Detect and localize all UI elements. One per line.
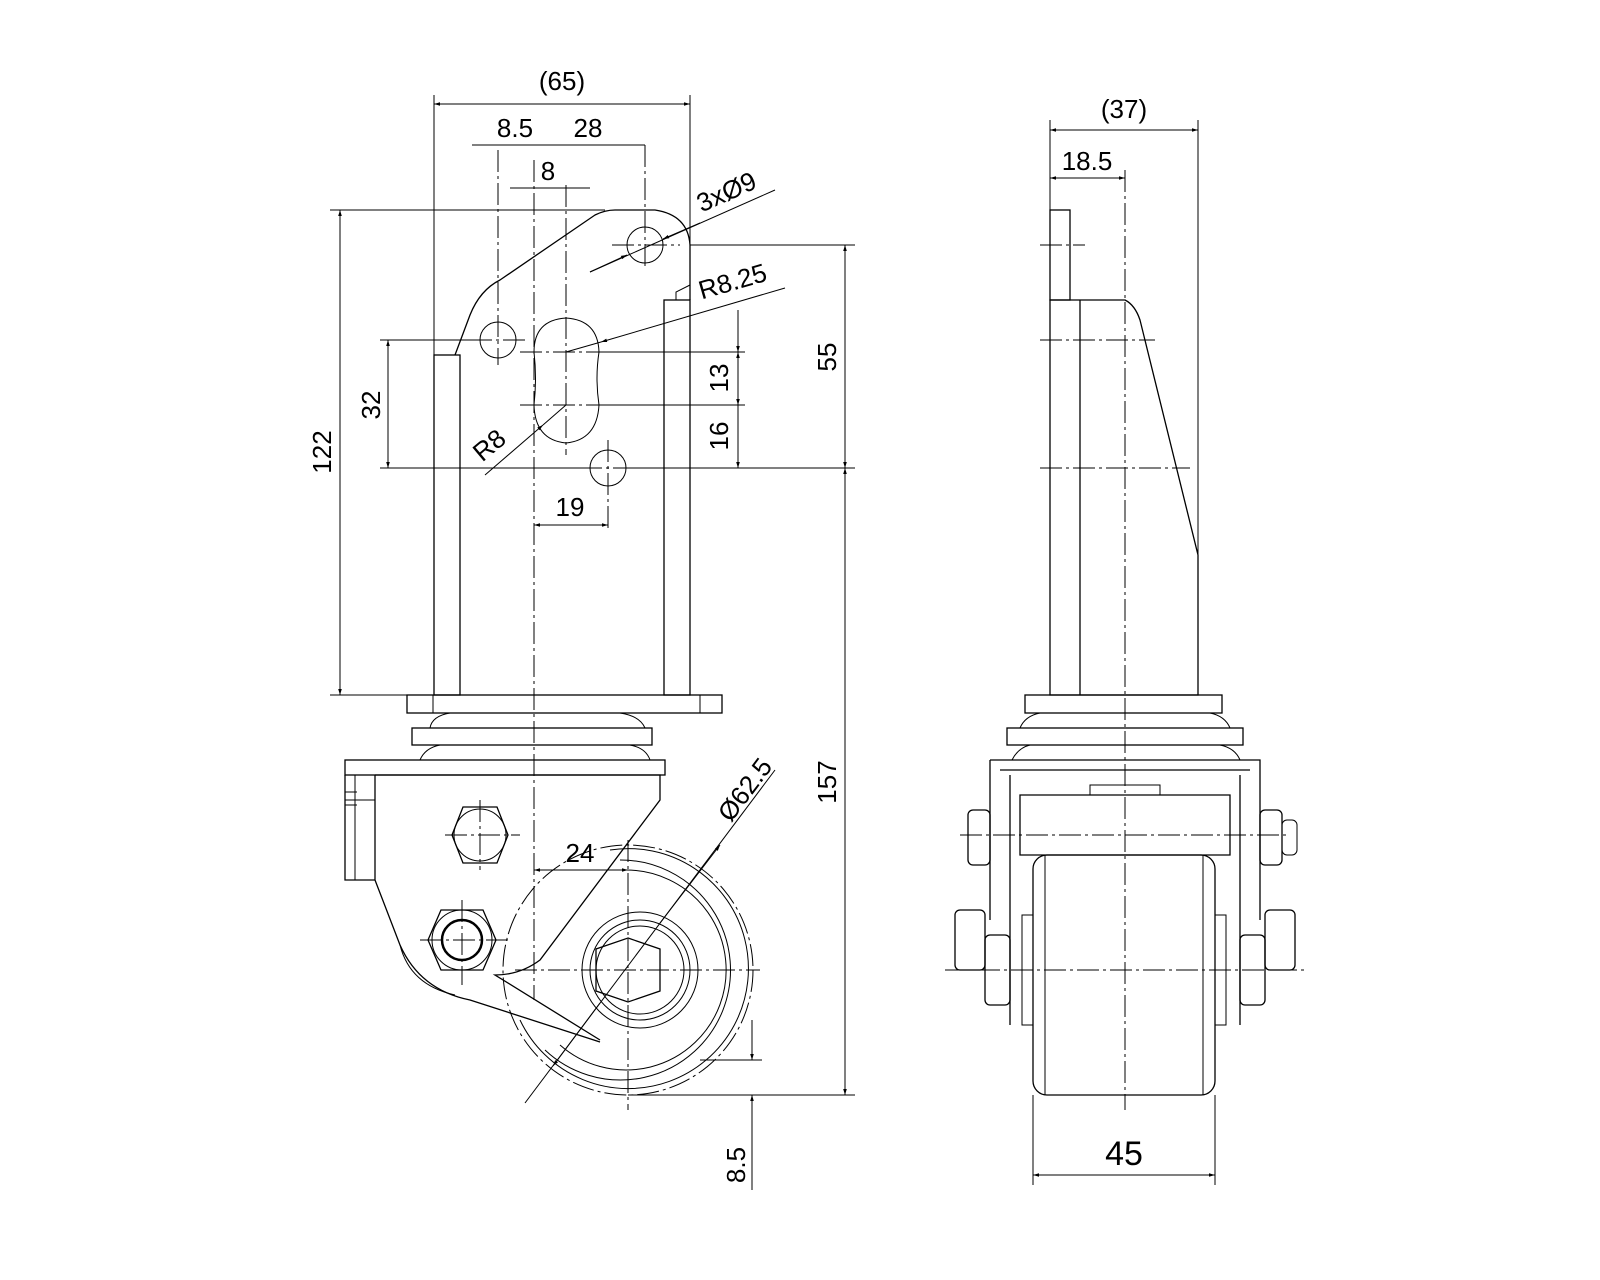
dim-hole-spacing: 28 bbox=[574, 113, 603, 143]
dim-slot-offset: 8 bbox=[541, 156, 555, 186]
side-wheel bbox=[1032, 854, 1216, 1096]
dim-plate-offset: 18.5 bbox=[1062, 146, 1113, 176]
side-body bbox=[1049, 299, 1199, 696]
plate-tab bbox=[1049, 209, 1071, 301]
dim-wheel-diameter: Ø62.5 bbox=[712, 752, 779, 827]
plate-right-bar bbox=[663, 299, 691, 696]
dim-hole-offset-b: 19 bbox=[556, 492, 585, 522]
dim-slot-radius-outer: R8.25 bbox=[695, 257, 770, 305]
mounting-plate-outline bbox=[454, 209, 691, 356]
side-top-plate bbox=[1024, 694, 1223, 714]
side-view: (37) 18.5 45 bbox=[945, 94, 1305, 1185]
dim-hole-height: 55 bbox=[812, 343, 842, 372]
side-dimensions: (37) 18.5 45 bbox=[1032, 94, 1216, 1185]
dim-holes: 3xØ9 bbox=[692, 165, 761, 218]
dim-slot-to-hole: 16 bbox=[704, 422, 734, 451]
dim-overall-width: (65) bbox=[539, 66, 585, 96]
plate-left-bar bbox=[433, 354, 461, 696]
top-plate bbox=[406, 694, 723, 714]
dimensions: (65) 8.5 28 8 122 32 55 13 16 19 bbox=[307, 66, 855, 1190]
fork-body bbox=[344, 774, 661, 1043]
hex-nut bbox=[445, 800, 520, 870]
side-nuts bbox=[954, 809, 1298, 1006]
front-view: (65) 8.5 28 8 122 32 55 13 16 19 bbox=[307, 66, 855, 1190]
dim-wheel-width: 45 bbox=[1105, 1135, 1143, 1173]
wheel bbox=[502, 840, 760, 1110]
dim-hole-vertical: 32 bbox=[356, 391, 386, 420]
dim-overall-depth: (37) bbox=[1101, 94, 1147, 124]
dim-slot-length: 13 bbox=[704, 364, 734, 393]
dim-ground-clearance: 8.5 bbox=[721, 1147, 751, 1183]
dim-swivel-offset: 24 bbox=[566, 838, 595, 868]
fork-top bbox=[344, 759, 666, 776]
dim-hole-offset: 8.5 bbox=[497, 113, 533, 143]
dim-total-height: 157 bbox=[812, 760, 842, 803]
dim-plate-height: 122 bbox=[307, 430, 337, 473]
dim-slot-radius-inner: R8 bbox=[467, 423, 512, 467]
bearing-ring bbox=[411, 727, 653, 746]
axle-nut bbox=[420, 900, 510, 985]
